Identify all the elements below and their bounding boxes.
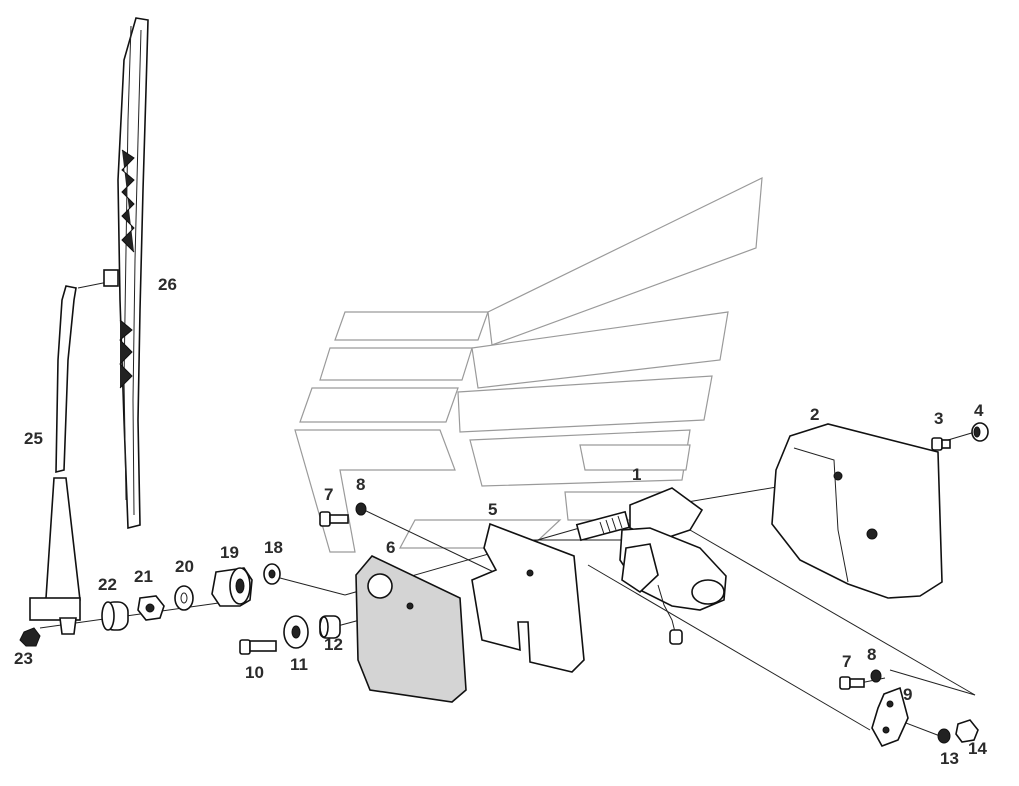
- callout-7-lower: 7: [842, 652, 851, 671]
- callout-26: 26: [158, 275, 177, 294]
- watermark-logo: [294, 176, 763, 553]
- nut-14: [955, 719, 979, 743]
- callout-21: 21: [134, 567, 153, 586]
- callout-14: 14: [968, 739, 987, 758]
- callout-10: 10: [245, 663, 264, 682]
- callout-25: 25: [24, 429, 43, 448]
- callout-8-lower: 8: [867, 645, 876, 664]
- callout-6: 6: [386, 538, 395, 557]
- washer-8-lower: [870, 669, 882, 683]
- nut-23: [19, 627, 41, 647]
- washer-11: [283, 615, 309, 649]
- callout-20: 20: [175, 557, 194, 576]
- callout-7-upper: 7: [324, 485, 333, 504]
- callout-19: 19: [220, 543, 239, 562]
- nut-21: [137, 595, 165, 621]
- washer-18: [263, 563, 281, 585]
- callout-3: 3: [934, 409, 943, 428]
- callout-1: 1: [632, 465, 641, 484]
- bushing-19: [211, 567, 253, 607]
- washer-13: [937, 728, 951, 744]
- plate-5: [471, 522, 585, 673]
- callout-5: 5: [488, 500, 497, 519]
- callout-18: 18: [264, 538, 283, 557]
- bolt-10: [239, 639, 277, 655]
- callout-23: 23: [14, 649, 33, 668]
- callout-9: 9: [903, 685, 912, 704]
- wiper-blade: [103, 17, 149, 530]
- sleeve-12: [319, 615, 341, 639]
- callout-labels: 1 2 3 4 5 6 7 8 7 8 9 10 11 12 13 14 18 …: [14, 275, 987, 768]
- washer-20: [174, 585, 194, 611]
- bracket-9: [871, 686, 909, 747]
- callout-12: 12: [324, 635, 343, 654]
- wiper-arm: [29, 285, 81, 635]
- gasket-6: [355, 555, 467, 703]
- screw-7-lower: [839, 676, 865, 690]
- washer-8-upper: [355, 502, 367, 516]
- cap-nut-4: [971, 422, 989, 442]
- cover-2: [771, 423, 943, 599]
- callout-13: 13: [940, 749, 959, 768]
- assembly-lines: [39, 281, 976, 737]
- screw-7-upper: [319, 511, 349, 527]
- wiper-motor: [575, 487, 727, 645]
- callout-8-upper: 8: [356, 475, 365, 494]
- spacer-22: [101, 601, 129, 631]
- callout-22: 22: [98, 575, 117, 594]
- callout-4: 4: [974, 401, 984, 420]
- callout-11: 11: [290, 655, 308, 674]
- callout-2: 2: [810, 405, 819, 424]
- screw-3: [931, 437, 951, 451]
